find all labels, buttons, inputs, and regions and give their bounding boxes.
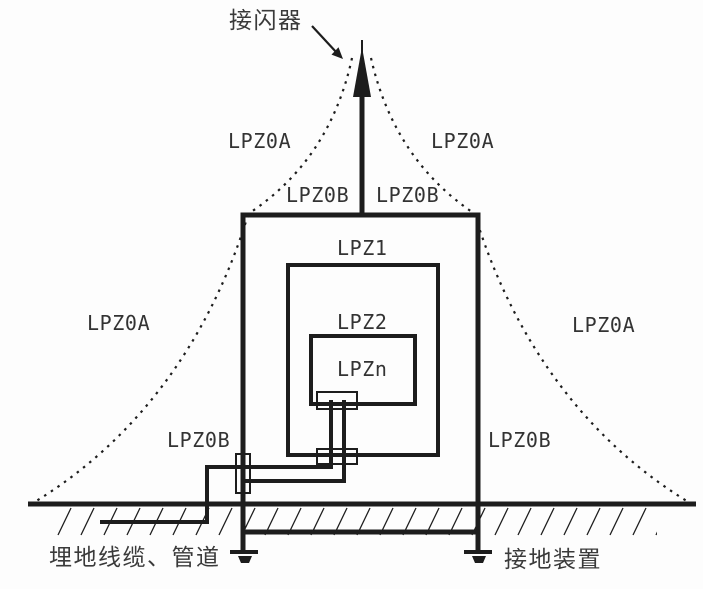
lpz0a-label-mid-right: LPZ0A <box>572 313 636 337</box>
annotation-arrow <box>311 25 343 59</box>
air-terminal-rod <box>353 40 371 217</box>
air-terminal-label: 接闪器 <box>229 8 303 34</box>
zone-boundary-dashed-curves <box>32 57 691 504</box>
earth-symbol-left <box>230 550 258 563</box>
lpz2-label: LPZ2 <box>337 310 388 334</box>
lpz1-label: LPZ1 <box>337 236 388 260</box>
bonding-conductors <box>100 400 346 524</box>
spd-boxes <box>235 391 358 494</box>
lpz0b-label-roof-left: LPZ0B <box>286 183 350 207</box>
earth-symbol-right <box>464 550 492 563</box>
lpz0a-label-top-left: LPZ0A <box>228 129 292 153</box>
lpzn-boundary-box <box>309 334 417 406</box>
lpz0b-label-roof-right: LPZ0B <box>376 183 440 207</box>
earthing-device-label: 接地装置 <box>504 547 602 573</box>
lpz0a-label-mid-left: LPZ0A <box>87 311 151 335</box>
lpz0a-label-top-right: LPZ0A <box>431 129 495 153</box>
spd-box-wall-entry <box>235 453 251 494</box>
buried-cable-label: 埋地线缆、管道 <box>49 545 221 571</box>
lpz0b-label-low-left: LPZ0B <box>167 428 231 452</box>
lpz0b-label-low-right: LPZ0B <box>488 428 552 452</box>
spd-box-lpz2 <box>316 448 358 465</box>
lpzn-label: LPZn <box>337 357 388 381</box>
lpz2-boundary-box <box>286 263 440 457</box>
spd-box-lpzn <box>316 391 358 410</box>
